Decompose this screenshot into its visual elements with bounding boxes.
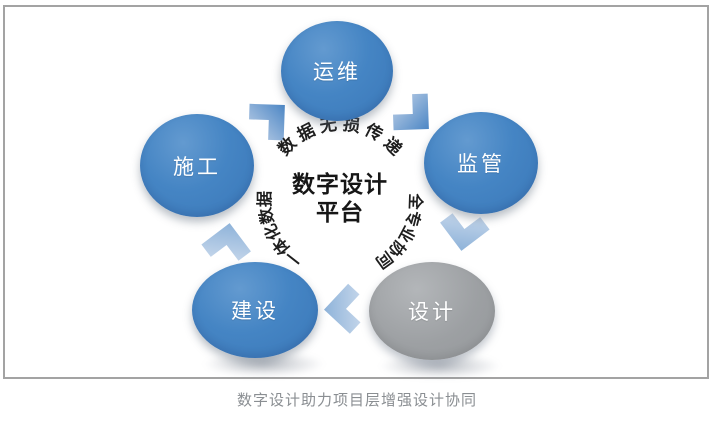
node-label: 运维 <box>313 61 361 84</box>
node-label: 建设 <box>231 300 279 323</box>
center-label-line2: 平台 <box>316 199 364 225</box>
node-label: 施工 <box>173 155 221 179</box>
node-label: 设计 <box>408 301 456 324</box>
node-jianguan: 监管 <box>424 112 538 214</box>
caption: 数字设计助力项目层增强设计协同 <box>236 392 477 409</box>
center-platform-label: 数字设计 平台 <box>250 170 430 226</box>
node-label: 监管 <box>457 153 505 176</box>
center-label-line1: 数字设计 <box>292 171 388 197</box>
node-jianshe: 建设 <box>192 262 318 358</box>
node-sheji: 设计 <box>369 262 495 360</box>
node-yunwei: 运维 <box>281 21 393 121</box>
arc-char: 据 <box>257 191 274 208</box>
node-shigong: 施工 <box>140 114 254 217</box>
